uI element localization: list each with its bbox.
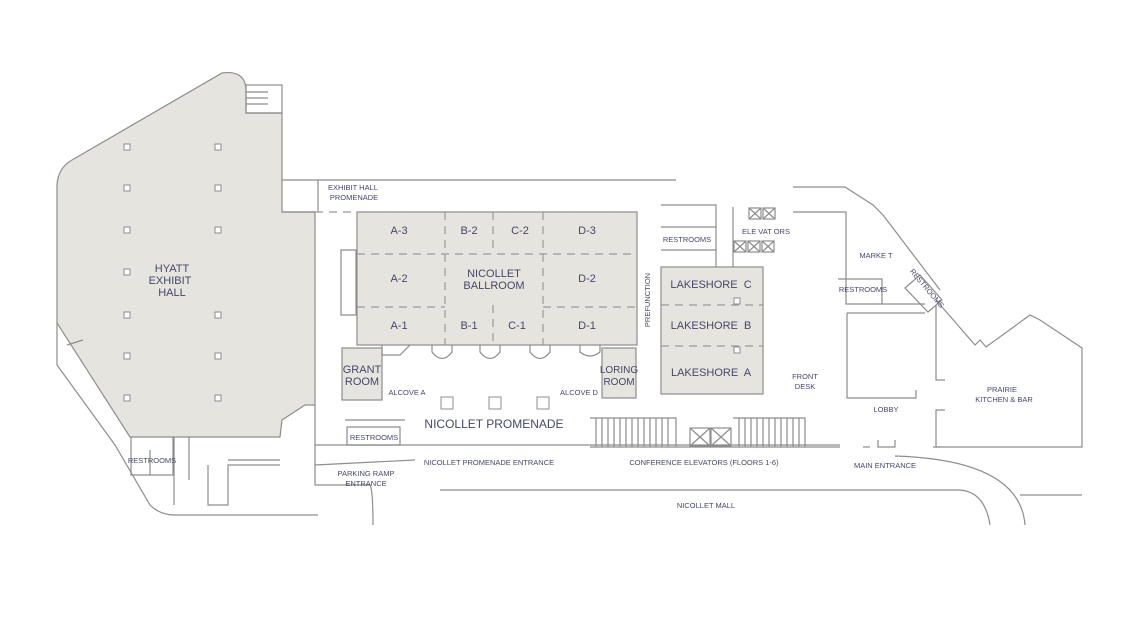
grant-room[interactable]: [341, 347, 383, 401]
walls: [56, 179, 1083, 526]
restrooms-label: RESTROOMS: [839, 285, 887, 294]
lakeshore-dividers: [661, 304, 763, 347]
prefunction-label: PREFUNCTION: [643, 273, 652, 327]
elevator-icon: [689, 207, 776, 447]
stairs-icon: [245, 84, 283, 114]
loring-room-label: ROOM: [603, 377, 634, 388]
section-a1[interactable]: A-1: [390, 320, 407, 332]
section-d1[interactable]: D-1: [578, 320, 596, 332]
column: [733, 346, 741, 354]
restrooms-label: RESTROOMS: [663, 235, 711, 244]
ballroom-label: BALLROOM: [463, 280, 524, 292]
nicollet-mall-label: NICOLLET MALL: [677, 501, 735, 510]
prairie-label: KITCHEN & BAR: [975, 395, 1033, 404]
front-desk-label: FRONT: [792, 372, 818, 381]
prairie-label: PRAIRIE: [987, 385, 1017, 394]
exhibit-hall-promenade-label: EXHIBIT HALL: [328, 183, 378, 192]
restrooms-label: RESTROOMS: [350, 433, 398, 442]
main-entrance-label: MAIN ENTRANCE: [854, 461, 916, 470]
ballroom-dividers: [314, 211, 637, 405]
columns: [123, 143, 222, 402]
ballroom-doors: [381, 344, 601, 360]
grant-room-label: GRANT: [343, 364, 382, 376]
section-b1[interactable]: B-1: [460, 320, 477, 332]
parking-ramp-entrance-label: ENTRANCE: [345, 479, 386, 488]
section-d2[interactable]: D-2: [578, 273, 596, 285]
exhibit-hall-label: HYATT: [155, 263, 190, 275]
stairs-icon: [590, 417, 806, 447]
conference-elevators-label: CONFERENCE ELEVATORS (FLOORS 1-6): [629, 458, 779, 467]
nicollet-ballroom-room[interactable]: [356, 211, 638, 346]
section-d3[interactable]: D-3: [578, 225, 596, 237]
restroom-block: [904, 274, 943, 313]
section-a2[interactable]: A-2: [390, 273, 407, 285]
elevators-label: ELE VAT ORS: [742, 227, 790, 236]
alcove-d-label: ALCOVE D: [560, 388, 599, 397]
grant-room-label: ROOM: [345, 376, 379, 388]
exhibit-hall-label: HALL: [158, 287, 186, 299]
section-c2[interactable]: C-2: [511, 225, 529, 237]
nicollet-promenade-entrance-label: NICOLLET PROMENADE ENTRANCE: [424, 458, 554, 467]
nicollet-promenade-label: NICOLLET PROMENADE: [424, 417, 563, 431]
promenade-columns: [440, 396, 550, 410]
hyatt-exhibit-hall-room[interactable]: [56, 71, 316, 438]
lakeshore-b-label[interactable]: LAKESHORE B: [671, 320, 752, 332]
exhibit-hall-label: EXHIBIT: [149, 275, 192, 287]
lakeshore-rooms[interactable]: [660, 266, 764, 395]
parking-ramp-entrance-label: PARKING RAMP: [338, 469, 395, 478]
loring-room[interactable]: [601, 347, 637, 399]
restrooms-label: RESTROOMS: [128, 456, 176, 465]
ballroom-label: NICOLLET: [467, 268, 521, 280]
lakeshore-a-label[interactable]: LAKESHORE A: [671, 367, 752, 379]
lobby-label: LOBBY: [873, 405, 898, 414]
lakeshore-c-label[interactable]: LAKESHORE C: [670, 279, 751, 291]
section-c1[interactable]: C-1: [508, 320, 526, 332]
exhibit-hall-promenade-label: PROMENADE: [330, 193, 378, 202]
column: [733, 297, 741, 305]
section-a3[interactable]: A-3: [390, 225, 407, 237]
front-desk-label: DESK: [795, 382, 815, 391]
loring-room-label: LORING: [600, 365, 639, 376]
section-b2[interactable]: B-2: [460, 225, 477, 237]
alcove-a-label: ALCOVE A: [388, 388, 425, 397]
market-label: MARKE T: [859, 251, 893, 260]
